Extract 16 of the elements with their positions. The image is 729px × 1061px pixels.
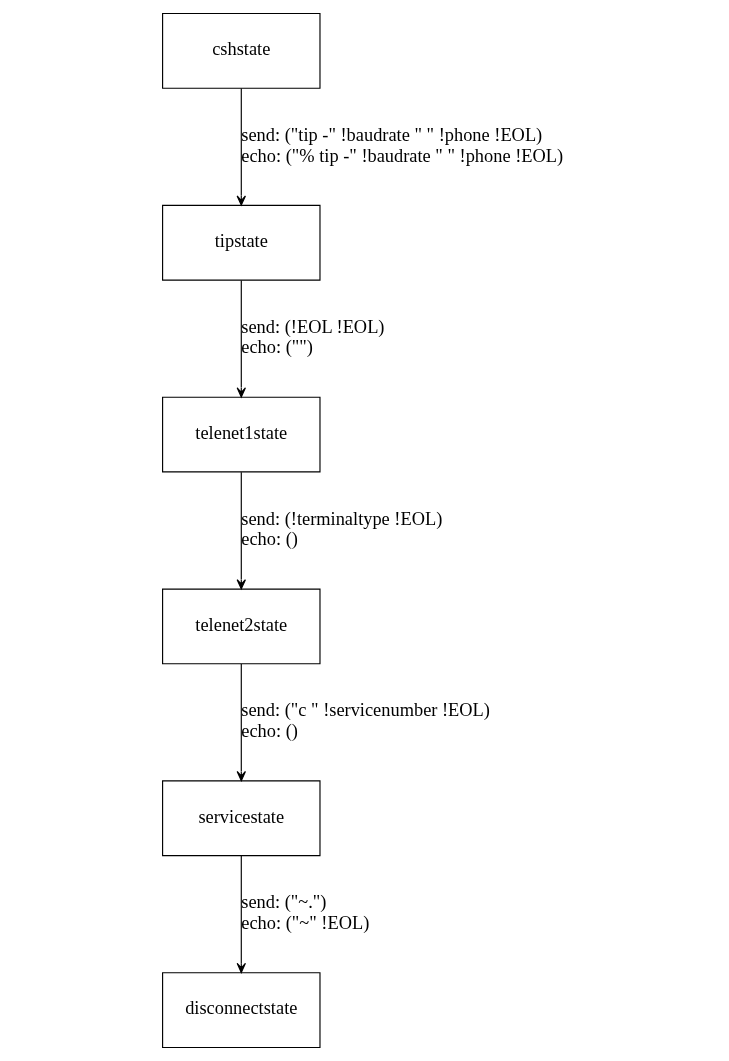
edge-label: send: (!terminaltype !EOL) echo: ()	[241, 508, 443, 550]
node-box: telenet1state	[162, 396, 321, 473]
arrow	[236, 663, 246, 782]
node-box: servicestate	[162, 780, 321, 857]
node-box: cshstate	[162, 12, 321, 89]
edge-label: send: ("c " !servicenumber !EOL) echo: ()	[241, 700, 490, 742]
edge-label: send: (!EOL !EOL) echo: ("")	[241, 316, 385, 358]
arrow	[236, 471, 246, 590]
node-box: telenet2state	[162, 588, 321, 665]
arrow	[236, 88, 246, 206]
arrow	[236, 279, 246, 398]
edge-label: send: ("~.") echo: ("~" !EOL)	[241, 892, 370, 933]
node-box: tipstate	[162, 204, 321, 281]
arrow	[236, 855, 246, 974]
node-box: disconnectstate	[162, 972, 321, 1049]
edge-label: send: ("tip -" !baudrate " " !phone !EOL) echo: ("% tip -" !baudrate " " !phone !EOL)	[241, 124, 564, 166]
